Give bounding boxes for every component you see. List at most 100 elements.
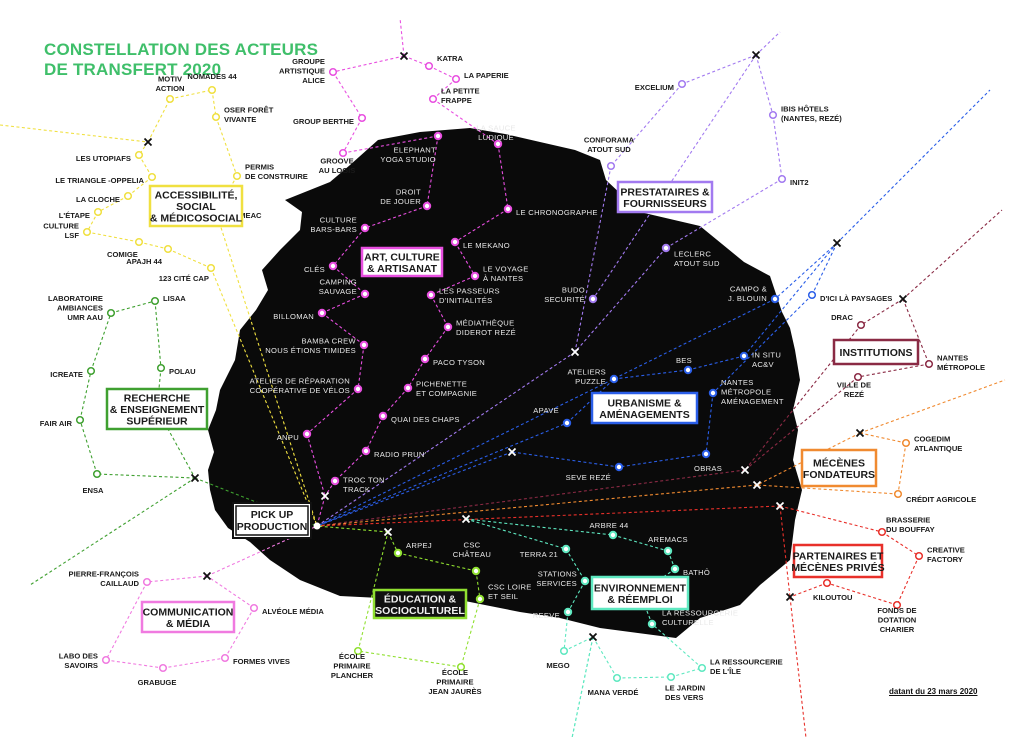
actor-node[interactable]: TERRA 21 bbox=[520, 544, 571, 559]
actor-node[interactable]: ARBRE 44 bbox=[589, 521, 628, 540]
actor-node[interactable]: BES bbox=[676, 356, 693, 375]
actor-node[interactable]: INIT2 bbox=[777, 174, 809, 187]
actor-node[interactable]: ARPEJ bbox=[393, 541, 432, 558]
actor-node[interactable]: LA PAPERIE bbox=[451, 71, 509, 84]
actor-node[interactable]: MANA VERDÉ bbox=[588, 673, 639, 697]
actor-node[interactable]: BILLOMAN bbox=[273, 308, 327, 321]
category-box-art[interactable]: ART, CULTURE& ARTISANAT bbox=[360, 246, 444, 278]
actor-node[interactable]: NOMADES 44 bbox=[187, 72, 237, 95]
actor-node[interactable]: EXCELIUM bbox=[635, 79, 687, 92]
actor-node[interactable]: GRABUGE bbox=[138, 663, 177, 687]
actor-node[interactable]: MEGO bbox=[546, 646, 570, 670]
actor-node[interactable]: LISAA bbox=[150, 294, 187, 306]
category-box-environnement[interactable]: ENVIRONNEMENT& RÉEMPLOI bbox=[590, 575, 690, 611]
actor-node[interactable]: CRÉDIT AGRICOLE bbox=[893, 489, 976, 504]
actor-node[interactable]: APAJH 44 bbox=[126, 244, 173, 266]
actor-node[interactable]: LE MEKANO bbox=[450, 237, 510, 250]
actor-node[interactable]: POLAU bbox=[156, 363, 196, 376]
hub-pick-up-production[interactable]: PICK UP PRODUCTION bbox=[232, 502, 321, 539]
actor-node[interactable]: ENSA bbox=[82, 469, 104, 495]
actor-node[interactable]: LE CHRONOGRAPHE bbox=[503, 204, 598, 217]
actor-node[interactable]: GROUP BERTHE bbox=[293, 113, 367, 126]
actor-node[interactable]: KILOUTOU bbox=[813, 578, 853, 602]
actor-node[interactable]: PACO TYSON bbox=[420, 354, 485, 367]
category-box-communication[interactable]: COMMUNICATION& MÉDIA bbox=[140, 600, 236, 634]
actor-node[interactable]: COMIGE bbox=[107, 237, 144, 259]
actor-node[interactable]: ALVÉOLE MÉDIA bbox=[249, 603, 325, 616]
actor-node[interactable]: RADIO PRUN' bbox=[361, 446, 427, 459]
actor-node[interactable]: L'ÉTAPE bbox=[59, 207, 103, 220]
actor-node[interactable]: APAVE bbox=[533, 406, 572, 428]
actor-node[interactable]: D'ICI LÀ PAYSAGES bbox=[807, 290, 893, 303]
actor-node[interactable]: DRAC bbox=[831, 313, 866, 330]
actor-node[interactable]: IBIS HÔTELS(NANTES, REZÉ) bbox=[768, 105, 843, 124]
actor-node[interactable]: LE TRIANGLE -OPPELIA bbox=[55, 172, 157, 185]
actor-node[interactable]: REEVE bbox=[533, 607, 573, 620]
category-box-urbanisme[interactable]: URBANISME &AMÉNAGEMENTS bbox=[590, 391, 699, 425]
category-box-institutions[interactable]: INSTITUTIONS bbox=[832, 338, 920, 366]
actor-node[interactable]: KATRA bbox=[424, 54, 464, 71]
category-box-education[interactable]: ÉDUCATION &SOCIOCULTUREL bbox=[372, 588, 468, 620]
actor-node[interactable]: LA CLOCHE bbox=[76, 191, 133, 204]
actor-node[interactable]: 123 CITÉ CAP bbox=[159, 263, 216, 283]
actor-node[interactable]: CLÉS bbox=[304, 261, 338, 274]
category-box-accessibilite[interactable]: ACCESSIBILITÉ,SOCIAL& MÉDICOSOCIAL bbox=[148, 184, 244, 228]
actor-node[interactable]: SEVE REZÉ bbox=[566, 462, 624, 482]
actor-node[interactable]: OBRAS bbox=[694, 449, 722, 473]
actor-node[interactable]: ICREATE bbox=[50, 366, 96, 379]
actor-node[interactable]: QUAI DES CHAPS bbox=[378, 411, 460, 424]
actor-node[interactable]: FAIR AIR bbox=[40, 415, 85, 428]
actor-node[interactable]: CAMPO &J. BLOUIN bbox=[728, 285, 780, 304]
actor-node[interactable]: BATHÔ bbox=[670, 564, 710, 577]
actor-node[interactable]: ANPU bbox=[277, 429, 312, 442]
actor-node[interactable]: FORMES VIVES bbox=[220, 653, 290, 666]
category-box-prestataires[interactable]: PRESTATAIRES &FOURNISSEURS bbox=[616, 180, 714, 214]
actor-node[interactable]: LES UTOPIAFS bbox=[76, 150, 144, 163]
actor-node[interactable]: AREMACS bbox=[648, 535, 688, 556]
